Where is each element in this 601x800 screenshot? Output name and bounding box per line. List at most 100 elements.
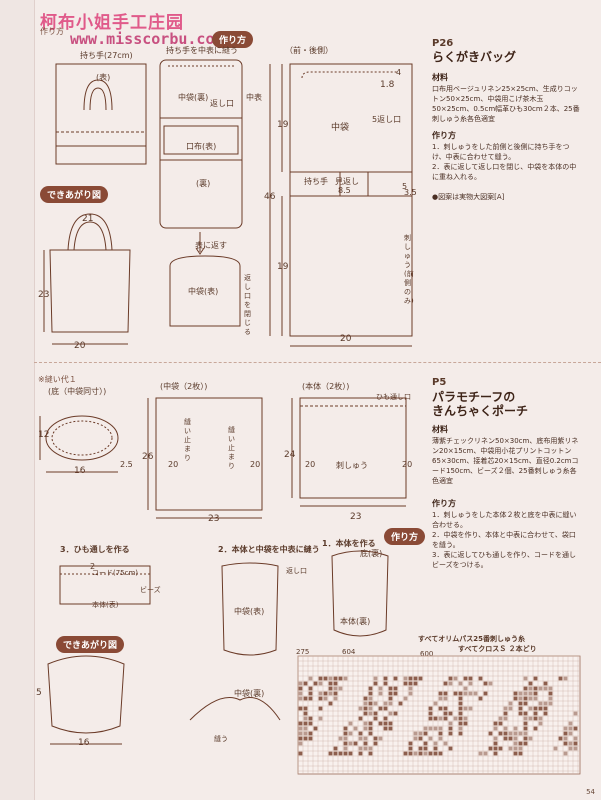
bottom-head: (底（中袋同寸）)	[48, 387, 107, 396]
label-embroid: 刺しゅう(前側のみ)	[404, 234, 414, 305]
dim-12: 12	[38, 430, 50, 440]
lining-rect	[155, 397, 263, 511]
dim-19b: 19	[277, 262, 289, 272]
label-handle: 持ち手(27cm)	[80, 51, 133, 60]
project1-steps-head: 作り方	[432, 131, 456, 140]
back-label: （前・後側）	[285, 46, 333, 55]
label-nuidomari-1: 縫い止まり	[184, 418, 191, 462]
pattern-note-1: すべてオリムパス25番刺しゅう糸	[418, 635, 525, 643]
dim-19a: 19	[277, 120, 289, 130]
body-rect	[299, 397, 407, 499]
dim-20a: 20	[168, 460, 179, 469]
section1-tag: 作り方	[212, 31, 254, 48]
label-hhhh: 返し口	[286, 567, 307, 575]
project2-step-1: 1．刺しゅうをした本体２枚と底を中表に縫い合わせる。	[432, 511, 577, 529]
pouch-step1	[331, 550, 389, 637]
finished-tag-1: できあがり図	[40, 186, 109, 203]
lining-panel	[159, 59, 243, 229]
dim-23a: 23	[208, 514, 220, 524]
seam-note: ※縫い代１	[38, 375, 77, 384]
naka-head: (中袋（2枚）)	[160, 382, 208, 391]
label-omote: (表)	[96, 73, 111, 82]
label-chuo: 中表	[246, 93, 262, 102]
dim-4: 4	[396, 68, 402, 77]
label-hontai-ura: 本体(裏)	[340, 617, 371, 626]
project2-materials-head: 材料	[432, 425, 448, 434]
dim-20c: 20	[305, 460, 316, 469]
label-shishu: 刺しゅう	[336, 461, 368, 470]
finished-pouch	[47, 655, 125, 734]
project1-materials: 口布用ベージュリネン25×25cm、生成りコットン50×25cm、中袋用こげ茶木…	[432, 85, 580, 123]
label-omote-ni-kaesu: 表に返す	[195, 241, 227, 250]
pouch-step2-bottom	[189, 697, 281, 721]
project2-step-2: 2．中袋を作り、本体と中表に合わせて、袋口を縫う。	[432, 531, 576, 549]
thread-275: 275	[296, 648, 310, 656]
dim-16: 16	[74, 466, 86, 476]
project1-step-2: 2．表に返して返し口を閉じ、中袋を本体の中に重ね入れる。	[432, 163, 577, 181]
label-kuchinuno: 口布(表)	[186, 142, 217, 151]
label-naka-omote: 中袋(表)	[234, 607, 265, 616]
label-ura: (裏)	[196, 179, 211, 188]
page-number: 54	[586, 788, 595, 796]
bag-front-panel	[55, 63, 147, 165]
project2-title-2: きんちゃくポーチ	[432, 404, 529, 418]
dim-20: 20	[340, 334, 352, 344]
dim-20d: 20	[402, 460, 413, 469]
section2-tag: 作り方	[384, 528, 426, 545]
project2-number: P5	[432, 377, 447, 388]
handle-loop	[83, 79, 113, 111]
finished-tote	[49, 249, 131, 333]
dim-18: 1.8	[380, 80, 395, 90]
pouch-step2	[221, 562, 279, 656]
project2-steps-head: 作り方	[432, 499, 456, 508]
dim-23b: 23	[350, 512, 362, 522]
thread-600: 600	[420, 650, 434, 658]
project1-title: らくがきバッグ	[432, 50, 517, 64]
watermark-title: 柯布小姐手工庄园	[40, 13, 184, 33]
step2-head: 2．本体と中袋を中表に縫う	[218, 545, 320, 554]
step1-head: 1．本体を作る	[322, 539, 376, 548]
label-close: 返し口を閉じる	[244, 274, 251, 336]
label-mitsuori: 見返し	[335, 177, 359, 186]
pattern-note-2: すべてクロスＳ ２本どり	[458, 645, 537, 653]
dim-5: 5	[402, 182, 408, 191]
dim-20b: 20	[74, 341, 86, 351]
label-naka-ura: 中袋(裏)	[234, 689, 265, 698]
left-page-edge	[0, 0, 35, 800]
label-kaeshi5: 5返し口	[372, 115, 402, 124]
project1-step-1: 1．刺しゅうをした前側と後側に持ち手をつけ、中表に合わせて縫う。	[432, 143, 570, 161]
label-cord: コード(75cm)	[92, 569, 139, 577]
top-small-label: 作り方	[40, 27, 64, 36]
section-divider	[34, 362, 601, 363]
label-mochite: 持ち手	[304, 177, 328, 186]
dim-85: 8.5	[338, 186, 351, 195]
label-nuu: 縫う	[214, 735, 228, 743]
dim-21: 21	[82, 214, 94, 224]
project2-materials: 薄紫チェックリネン50×30cm、底布用紫リネン20×15cm、中袋用小花プリン…	[432, 437, 579, 485]
cross-stitch-chart	[297, 655, 581, 775]
thread-604: 604	[342, 648, 356, 656]
main-panel	[289, 63, 413, 337]
project2-step-3: 3．表に返してひも通しを作り、コードを通しビーズをつける。	[432, 551, 576, 569]
section1-top-note: 持ち手を中表に縫う	[166, 46, 238, 55]
project1-materials-head: 材料	[432, 73, 448, 82]
dim-24: 24	[284, 450, 296, 460]
project2-title-1: パラモチーフの	[432, 390, 516, 404]
label-hontai-omote: 本体(表)	[92, 601, 119, 609]
label-nakabukuro: 中袋	[331, 123, 350, 133]
label-nuidomari-2: 縫い止まり	[228, 426, 235, 470]
dim-20b: 20	[250, 460, 261, 469]
turned-bag	[169, 255, 241, 327]
drawstring-step	[59, 565, 151, 605]
project1-number: P26	[432, 38, 454, 49]
dim-35: 3.5	[404, 188, 417, 197]
step3-head: 3．ひも通しを作る	[60, 545, 130, 554]
dim-5: 5	[36, 688, 42, 698]
label-hoso: ひも通し口	[376, 393, 411, 401]
bottom-oval	[45, 415, 119, 461]
watermark-url: www.misscorbu.com	[70, 30, 224, 48]
dim-16b: 16	[78, 738, 90, 748]
project1-note: ●図案は実物大図案[A]	[432, 193, 505, 201]
